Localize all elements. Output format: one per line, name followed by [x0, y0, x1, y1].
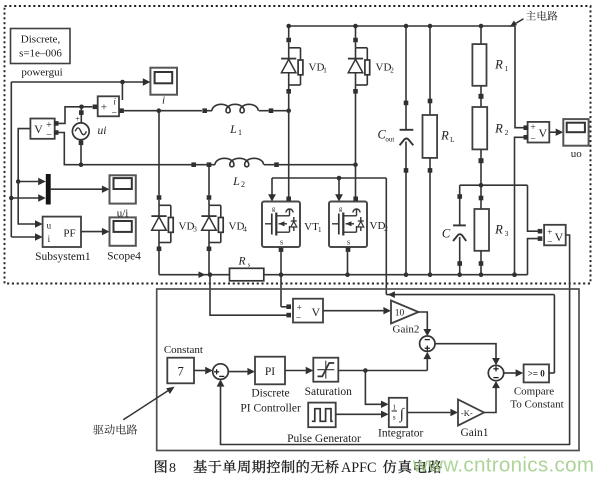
svg-text:3: 3: [193, 225, 197, 234]
svg-text:V: V: [538, 126, 547, 140]
svg-text:To Constant: To Constant: [510, 399, 563, 411]
svg-text:1: 1: [318, 225, 322, 234]
svg-text:S: S: [280, 240, 284, 247]
svg-text:Saturation: Saturation: [305, 386, 353, 398]
svg-text:+: +: [530, 123, 535, 133]
svg-text:1: 1: [393, 404, 397, 412]
svg-text:VD: VD: [309, 62, 325, 74]
svg-text:Discrete,: Discrete,: [21, 34, 61, 46]
svg-text:PF: PF: [63, 228, 75, 240]
svg-text:VD: VD: [370, 220, 386, 232]
svg-text:VD: VD: [376, 62, 392, 74]
svg-text:Discrete: Discrete: [251, 388, 289, 400]
svg-text:−: −: [530, 135, 535, 145]
svg-text:+: +: [46, 120, 52, 131]
svg-text:L: L: [450, 136, 454, 144]
svg-text:VD: VD: [229, 221, 245, 233]
svg-text:+: +: [75, 115, 80, 124]
svg-text:R: R: [440, 129, 449, 143]
svg-text:4: 4: [243, 225, 247, 234]
svg-text:L: L: [229, 122, 237, 136]
svg-text:−: −: [46, 130, 52, 141]
svg-text:s=1e–006: s=1e–006: [19, 48, 62, 60]
svg-text:VT: VT: [304, 221, 319, 233]
svg-text:V: V: [34, 122, 43, 136]
svg-text:>= 0: >= 0: [528, 369, 546, 379]
svg-text:Pulse Generator: Pulse Generator: [287, 433, 361, 445]
svg-text:Subsystem1: Subsystem1: [35, 251, 91, 263]
svg-text:1: 1: [505, 64, 509, 73]
svg-text:2: 2: [241, 180, 245, 189]
svg-text:C: C: [378, 128, 387, 142]
svg-text:R: R: [494, 122, 503, 136]
svg-text:s: s: [393, 414, 396, 422]
svg-text:∫: ∫: [399, 407, 406, 423]
svg-text:i: i: [48, 234, 51, 244]
svg-text:7: 7: [177, 364, 183, 378]
svg-text:u: u: [47, 221, 52, 231]
svg-text:10: 10: [395, 309, 405, 319]
svg-text:uo: uo: [571, 148, 583, 160]
svg-text:R: R: [237, 256, 245, 268]
svg-text:C: C: [442, 227, 451, 241]
svg-text:PI Controller: PI Controller: [240, 403, 301, 415]
svg-text:R: R: [494, 58, 503, 72]
svg-text:+: +: [101, 102, 107, 114]
svg-text:−: −: [296, 313, 301, 323]
svg-text:g: g: [272, 206, 276, 213]
svg-text:Scope4: Scope4: [107, 251, 141, 263]
svg-text:i: i: [113, 97, 116, 107]
svg-text:V: V: [555, 230, 564, 244]
svg-text:u/i: u/i: [117, 208, 129, 220]
svg-text:3: 3: [505, 229, 509, 238]
svg-text:www.cntronics.com: www.cntronics.com: [412, 454, 594, 477]
svg-text:+: +: [547, 228, 552, 238]
svg-text:2: 2: [390, 66, 394, 75]
svg-text:PI: PI: [265, 366, 275, 378]
svg-text:-K-: -K-: [461, 408, 473, 418]
svg-text:8: 8: [169, 461, 176, 476]
svg-text:1: 1: [323, 66, 327, 75]
svg-text:V: V: [311, 305, 320, 319]
svg-text:−: −: [547, 237, 552, 247]
svg-text:s: s: [248, 262, 251, 269]
svg-text:2: 2: [505, 128, 509, 137]
svg-text:APFC: APFC: [341, 460, 377, 476]
svg-text:Compare: Compare: [514, 386, 554, 398]
svg-text:ui: ui: [98, 125, 107, 137]
svg-text:Gain2: Gain2: [393, 324, 420, 336]
svg-text:R: R: [494, 223, 503, 237]
svg-text:Gain1: Gain1: [460, 427, 488, 439]
svg-text:powergui: powergui: [21, 67, 62, 79]
svg-text:1: 1: [238, 128, 242, 137]
svg-text:−: −: [111, 108, 117, 119]
svg-text:out: out: [385, 136, 394, 144]
svg-text:+: +: [297, 304, 302, 314]
svg-text:VD: VD: [179, 221, 195, 233]
svg-text:L: L: [232, 174, 240, 188]
svg-text:i: i: [162, 95, 165, 107]
svg-text:Integrator: Integrator: [378, 428, 424, 440]
svg-text:S: S: [347, 240, 351, 247]
svg-text:Constant: Constant: [164, 344, 203, 356]
svg-text:g: g: [339, 206, 343, 213]
